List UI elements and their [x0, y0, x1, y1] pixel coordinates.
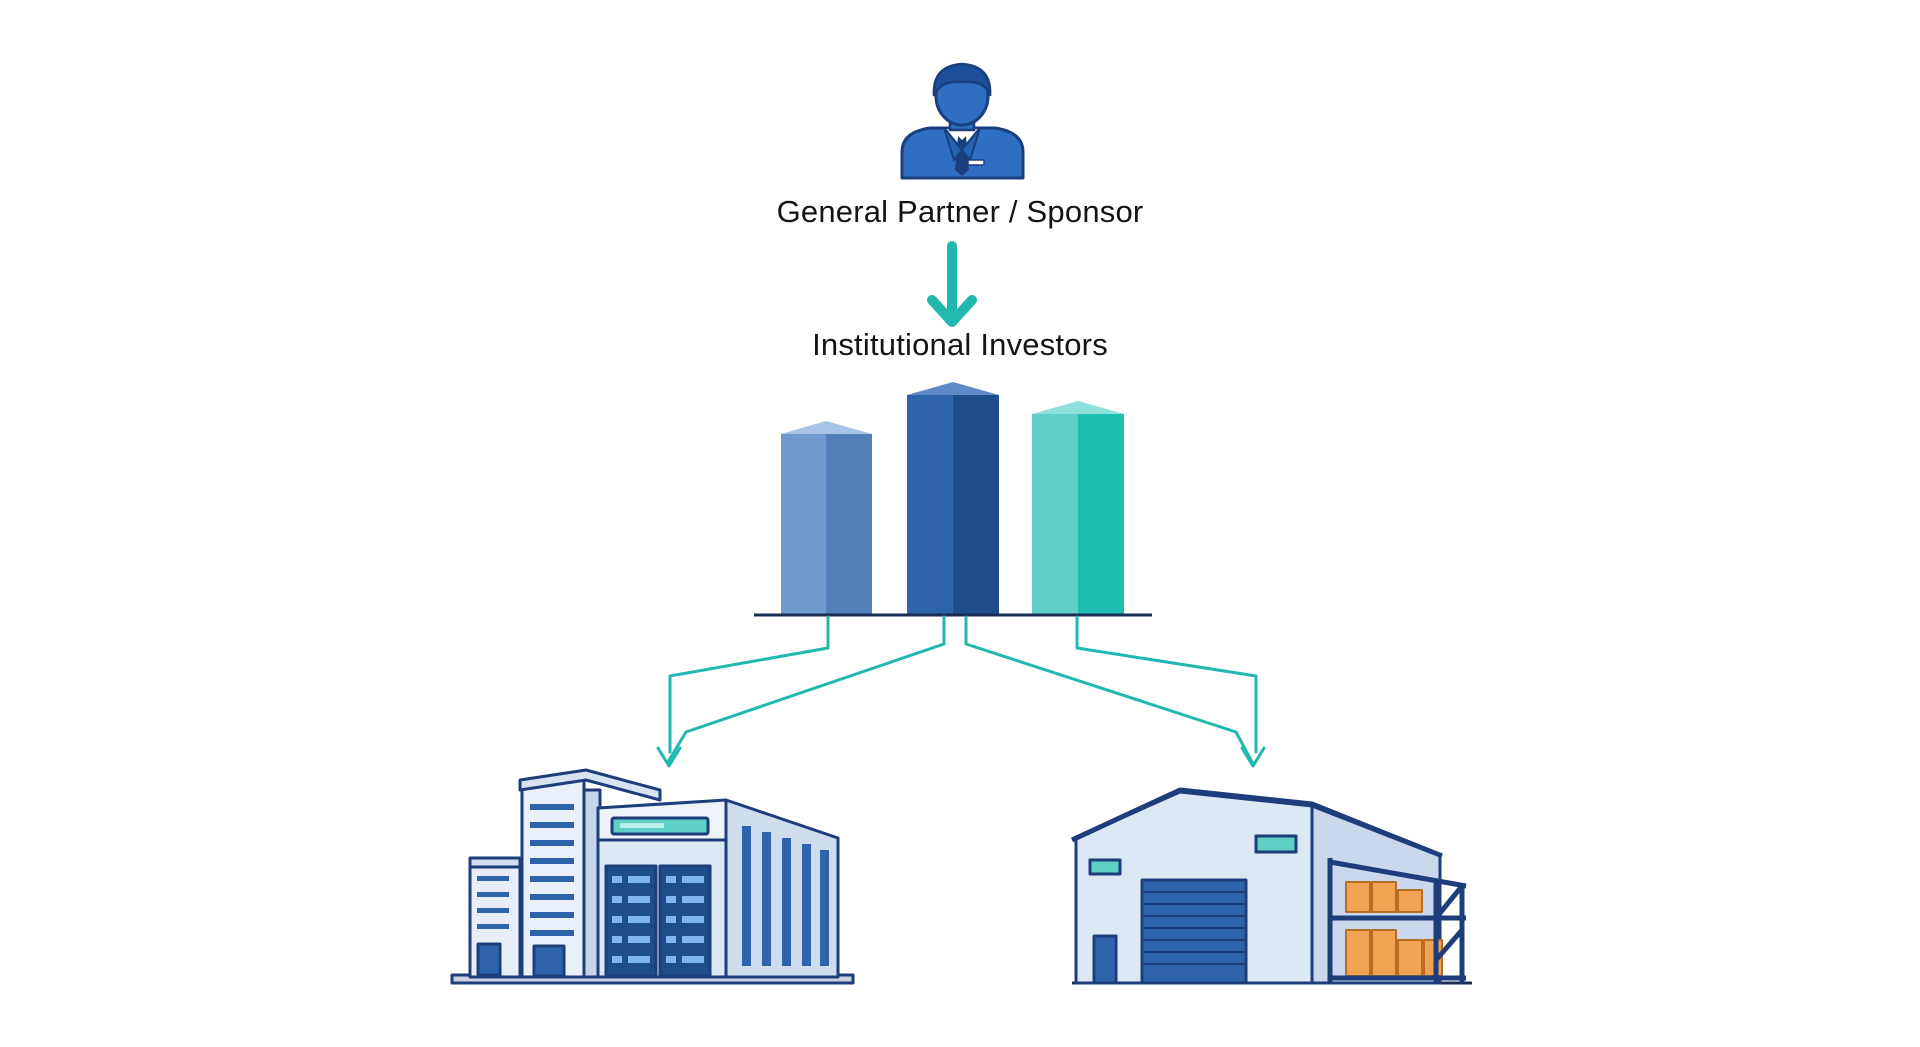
general-partner-label: General Partner / Sponsor: [776, 194, 1144, 229]
person-in-suit-icon: [900, 62, 1025, 180]
office-building-icon: [450, 768, 855, 985]
investor-bar-1: [781, 421, 872, 614]
investor-bar-2: [907, 382, 999, 614]
bar-chart-icon: [754, 382, 1152, 617]
warehouse-icon: [1070, 787, 1472, 985]
flow-arrow-down-icon: [927, 241, 977, 327]
flow-connector-lines: [656, 615, 1266, 768]
institutional-investors-label: Institutional Investors: [812, 327, 1108, 362]
investor-bar-3: [1032, 401, 1124, 614]
